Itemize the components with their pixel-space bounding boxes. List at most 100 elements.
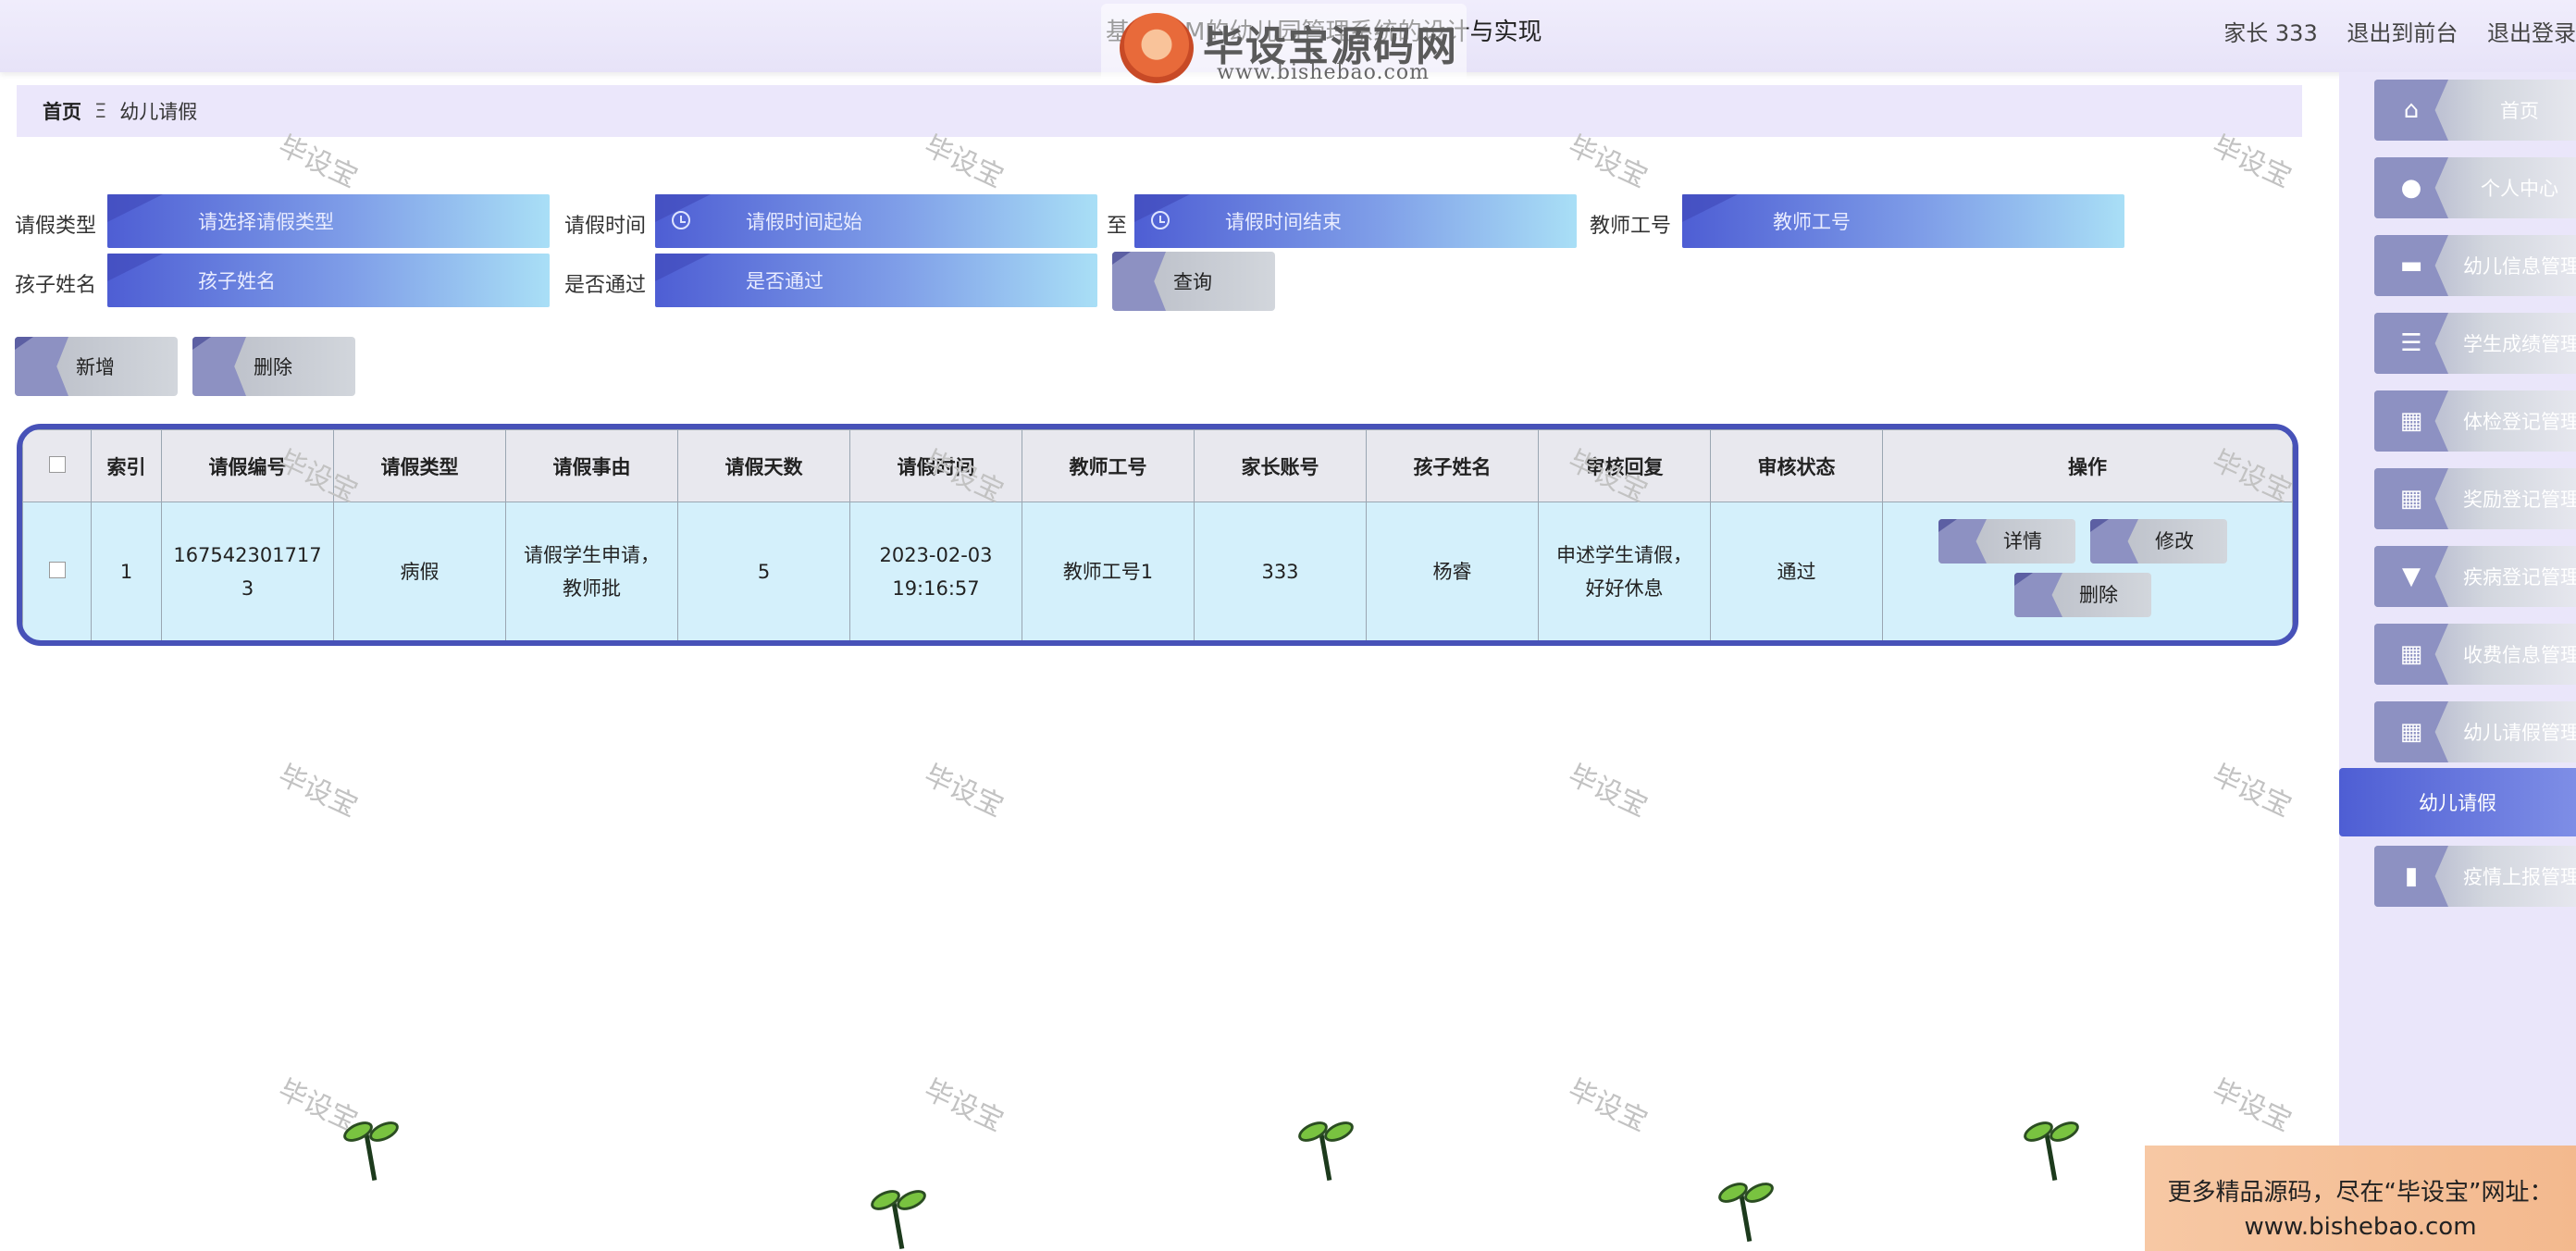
pin-icon: ▼ (2374, 546, 2448, 607)
child-name-input[interactable]: 孩子姓名 (107, 254, 550, 307)
leave-time-end-input[interactable]: 请假时间结束 (1134, 194, 1577, 248)
plant-decoration (2020, 1116, 2083, 1182)
grid-icon: ▦ (2374, 468, 2448, 529)
watermark-text: 毕设宝 (273, 759, 363, 824)
sidebar-item-label: 首页 (2500, 100, 2539, 122)
add-button-label: 新增 (76, 356, 115, 378)
sidebar-item-label: 幼儿信息管理 (2463, 255, 2576, 278)
promo-line-2[interactable]: www.bishebao.com (2244, 1213, 2477, 1241)
button-notch-decoration (2014, 573, 2062, 617)
teacher-id-label: 教师工号 (1590, 215, 1672, 238)
grid-icon: ▦ (2374, 390, 2448, 452)
teacher-id-input[interactable]: 教师工号 (1682, 194, 2124, 248)
cell-child-name: 杨睿 (1366, 502, 1539, 640)
cell-days: 5 (677, 502, 850, 640)
cell-parent-account: 333 (1194, 502, 1367, 640)
sidebar-item-home[interactable]: ⌂ 首页 (2374, 80, 2576, 141)
watermark-text: 毕设宝 (919, 1073, 1009, 1139)
sidebar-item-child-info[interactable]: ▬ 幼儿信息管理 (2374, 235, 2576, 296)
logo-url: www.bishebao.com (1217, 61, 1430, 84)
header-select-all[interactable] (22, 429, 92, 502)
column-header: 请假事由 (505, 429, 678, 502)
cell-index: 1 (91, 502, 162, 640)
button-notch-decoration (1112, 252, 1166, 311)
logo-icon (1120, 13, 1194, 83)
current-user: 家长 333 (2223, 20, 2318, 46)
breadcrumb-home[interactable]: 首页 (43, 101, 81, 123)
table-header-row: 索引 请假编号 请假类型 请假事由 请假天数 请假时间 教师工号 家长账号 孩子… (22, 429, 2293, 502)
exit-to-front-link[interactable]: 退出到前台 (2347, 20, 2458, 46)
sidebar-item-illness[interactable]: ▼ 疾病登记管理 (2374, 546, 2576, 607)
sidebar-item-grades[interactable]: ☰ 学生成绩管理 (2374, 313, 2576, 374)
header-user-area: 家长 333 退出到前台 退出登录 (2223, 15, 2576, 47)
sidebar-item-label: 幼儿请假管理 (2463, 722, 2576, 744)
clock-icon (1151, 211, 1170, 229)
detail-button[interactable]: 详情 (1938, 519, 2075, 564)
plant-decoration (867, 1184, 930, 1250)
sidebar-item-profile[interactable]: ● 个人中心 (2374, 157, 2576, 218)
sidebar-item-leave-management[interactable]: ▦ 幼儿请假管理 (2374, 701, 2576, 762)
approved-select[interactable]: 是否通过 (655, 254, 1097, 307)
column-header: 家长账号 (1194, 429, 1367, 502)
logo-text: 毕设宝源码网 (1203, 23, 1458, 70)
top-bar: 基于SSM的幼儿园管理系统的设计与实现 毕设宝源码网 www.bishebao.… (0, 0, 2576, 93)
approved-label: 是否通过 (564, 274, 647, 297)
batch-delete-button-label: 删除 (254, 356, 292, 378)
column-header: 请假时间 (849, 429, 1022, 502)
plant-decoration (340, 1116, 402, 1182)
edit-button[interactable]: 修改 (2090, 519, 2227, 564)
row-checkbox[interactable] (48, 561, 66, 578)
detail-button-label: 详情 (2003, 530, 2042, 552)
watermark-text: 毕设宝 (2207, 759, 2297, 824)
button-notch-decoration (192, 337, 246, 396)
child-name-label: 孩子姓名 (15, 274, 97, 297)
sidebar-item-label: 体检登记管理 (2463, 411, 2576, 433)
batch-delete-button[interactable]: 删除 (192, 337, 355, 396)
leave-type-label: 请假类型 (15, 215, 97, 238)
query-button[interactable]: 查询 (1112, 252, 1275, 311)
leave-time-end-placeholder: 请假时间结束 (1225, 211, 1342, 233)
watermark-text: 毕设宝 (919, 759, 1009, 824)
breadcrumb: 首页 Ξ 幼儿请假 (17, 85, 2302, 137)
promo-banner: 更多精品源码，尽在“毕设宝”网址： www.bishebao.com (2145, 1146, 2576, 1251)
user-icon: ● (2374, 157, 2448, 218)
sidebar-item-label: 奖励登记管理 (2463, 489, 2576, 511)
sidebar-item-epidemic-report[interactable]: ▮ 疫情上报管理 (2374, 846, 2576, 907)
leave-time-start-placeholder: 请假时间起始 (746, 211, 862, 233)
sidebar-item-checkup[interactable]: ▦ 体检登记管理 (2374, 390, 2576, 452)
sidebar-item-label: 幼儿请假 (2419, 792, 2496, 814)
sidebar-item-rewards[interactable]: ▦ 奖励登记管理 (2374, 468, 2576, 529)
grid-icon: ▦ (2374, 701, 2448, 762)
cell-reason: 请假学生申请，教师批 (505, 502, 678, 640)
plant-decoration (1294, 1116, 1357, 1182)
sidebar: ⌂ 首页 ● 个人中心 ▬ 幼儿信息管理 ☰ 学生成绩管理 ▦ 体检登记管理 ▦… (2339, 72, 2576, 1251)
watermark-text: 毕设宝 (1563, 759, 1653, 824)
column-header: 请假编号 (161, 429, 334, 502)
cell-leave-type: 病假 (333, 502, 506, 640)
edit-button-label: 修改 (2155, 530, 2194, 552)
sidebar-item-fees[interactable]: ▦ 收费信息管理 (2374, 624, 2576, 685)
sidebar-item-label: 疫情上报管理 (2463, 866, 2576, 888)
row-delete-button-label: 删除 (2079, 584, 2118, 606)
table-row: 1 1675423017173 病假 请假学生申请，教师批 5 2023-02-… (22, 502, 2293, 640)
cell-operations: 详情 修改 删除 (1882, 502, 2293, 640)
sidebar-item-child-leave[interactable]: 幼儿请假 (2339, 768, 2576, 836)
cell-teacher-id: 教师工号1 (1022, 502, 1195, 640)
column-header: 请假类型 (333, 429, 506, 502)
cell-reply: 申述学生请假，好好休息 (1538, 502, 1711, 640)
logout-link[interactable]: 退出登录 (2487, 20, 2576, 46)
leave-time-start-input[interactable]: 请假时间起始 (655, 194, 1097, 248)
column-header: 请假天数 (677, 429, 850, 502)
row-select-cell[interactable] (22, 502, 92, 640)
leave-type-select[interactable]: 请选择请假类型 (107, 194, 550, 248)
sidebar-item-label: 个人中心 (2481, 178, 2558, 200)
bar-chart-icon: ▮ (2374, 846, 2448, 907)
cell-leave-no: 1675423017173 (161, 502, 334, 640)
sidebar-item-label: 疾病登记管理 (2463, 566, 2576, 588)
row-delete-button[interactable]: 删除 (2014, 573, 2151, 617)
add-button[interactable]: 新增 (15, 337, 178, 396)
select-all-checkbox[interactable] (48, 455, 66, 473)
column-header: 孩子姓名 (1366, 429, 1539, 502)
button-notch-decoration (15, 337, 68, 396)
to-label: 至 (1107, 215, 1128, 238)
